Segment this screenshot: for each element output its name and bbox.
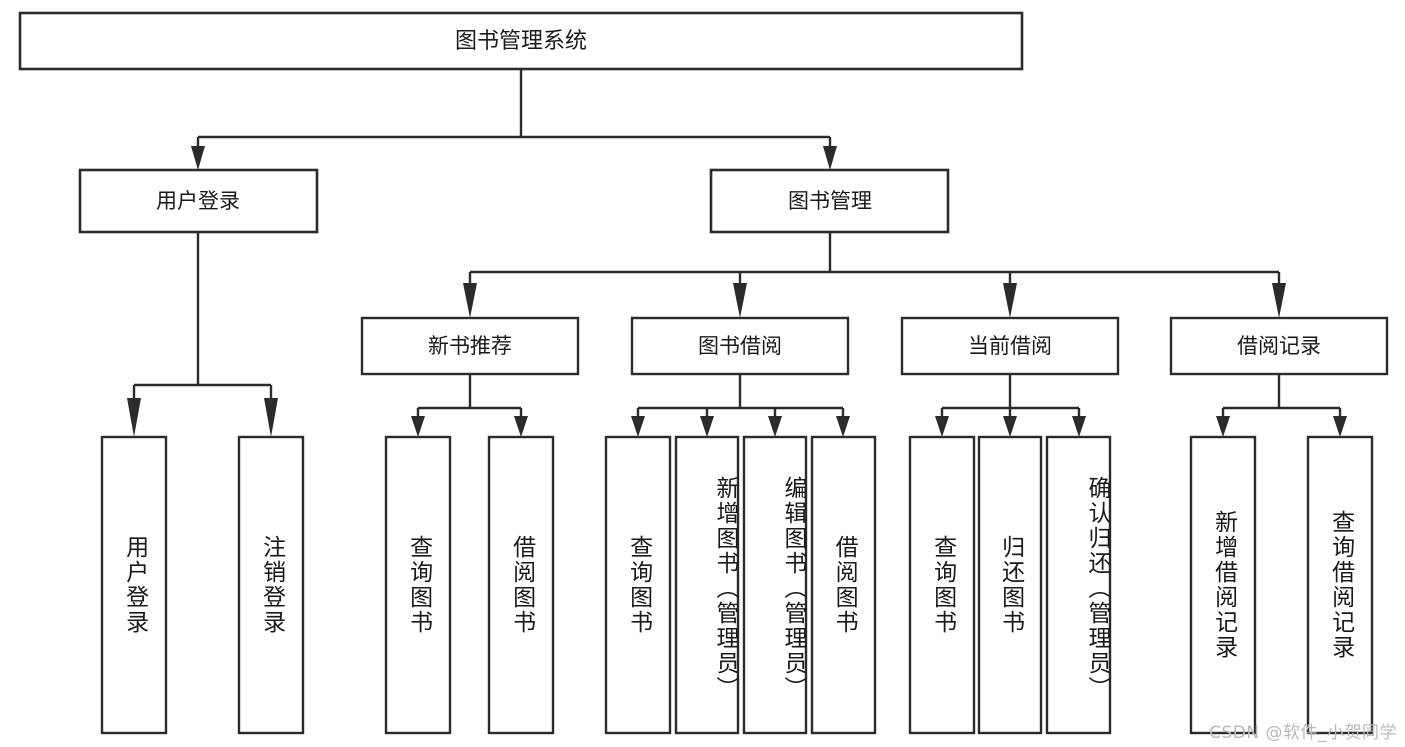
leaf-box-borrow-record-2[interactable] [1306, 435, 1374, 735]
arrow-head-leaf-b4 [836, 416, 850, 437]
node-book-borrow[interactable]: 图书借阅 [630, 316, 850, 376]
node-root[interactable]: 图书管理系统 [18, 11, 1024, 71]
leaf-box-user-login-2[interactable] [237, 435, 305, 735]
connector-group-book-manage-to-level2 [463, 232, 1286, 318]
node-borrow-record[interactable]: 借阅记录 [1169, 316, 1389, 376]
node-book-borrow-box[interactable] [630, 316, 850, 376]
leaf-box-new-book-1[interactable] [384, 435, 452, 735]
arrow-head-leaf-r1 [1216, 416, 1230, 437]
arrow-head-leaf-r2 [1333, 416, 1347, 437]
connector-group-user-login-to-leaves [127, 232, 278, 437]
arrow-head-to-book-borrow [733, 283, 747, 318]
arrow-head-leaf-n1 [411, 416, 425, 437]
connector-group-root-to-level1 [191, 69, 837, 170]
arrow-head-leaf-c2 [1003, 416, 1017, 437]
node-book-manage[interactable]: 图书管理 [709, 168, 950, 234]
connector-group-current-borrow-to-leaves [935, 374, 1086, 437]
node-borrow-record-label: 借阅记录 [1237, 334, 1321, 358]
arrow-head-leaf-u2 [264, 398, 278, 437]
connector-group-borrow-record-to-leaves [1216, 374, 1347, 437]
arrow-head-to-user-login [191, 146, 205, 170]
node-root-box[interactable] [18, 11, 1024, 71]
leaf-box-current-borrow-2[interactable] [977, 435, 1043, 735]
connector-group-book-borrow-to-leaves [631, 374, 850, 437]
node-new-book-recommend-box[interactable] [360, 316, 580, 376]
connector-group-new-book-to-leaves [411, 374, 528, 437]
leaf-box-book-borrow-2[interactable] [674, 435, 740, 735]
node-current-borrow-label: 当前借阅 [968, 334, 1052, 358]
leaf-box-book-borrow-3[interactable] [742, 435, 808, 735]
arrow-head-to-borrow-record [1272, 283, 1286, 318]
node-user-login-label: 用户登录 [156, 189, 240, 213]
node-new-book-recommend-label: 新书推荐 [428, 334, 512, 358]
arrow-head-leaf-n2 [514, 416, 528, 437]
leaf-box-current-borrow-1[interactable] [908, 435, 976, 735]
node-borrow-record-box[interactable] [1169, 316, 1389, 376]
arrow-head-leaf-c3 [1072, 416, 1086, 437]
arrow-head-to-book-manage [823, 146, 837, 170]
node-new-book-recommend[interactable]: 新书推荐 [360, 316, 580, 376]
node-user-login[interactable]: 用户登录 [78, 168, 319, 234]
arrow-head-leaf-u1 [127, 398, 141, 437]
node-current-borrow[interactable]: 当前借阅 [900, 316, 1120, 376]
leaf-box-user-login-1[interactable] [100, 435, 168, 735]
node-current-borrow-box[interactable] [900, 316, 1120, 376]
node-book-borrow-label: 图书借阅 [698, 334, 782, 358]
leaf-box-book-borrow-4[interactable] [810, 435, 877, 735]
leaf-box-borrow-record-1[interactable] [1189, 435, 1257, 735]
arrow-head-leaf-b3 [768, 416, 782, 437]
node-user-login-box[interactable] [78, 168, 319, 234]
csdn-watermark: CSDN @软件_小贺同学 [1209, 723, 1397, 743]
leaf-box-book-borrow-1[interactable] [604, 435, 672, 735]
arrow-head-leaf-b1 [631, 416, 645, 437]
node-book-manage-label: 图书管理 [788, 189, 872, 213]
node-root-label: 图书管理系统 [455, 29, 587, 54]
leaf-box-current-borrow-3[interactable] [1045, 435, 1112, 735]
arrow-head-to-new-book [463, 283, 477, 318]
leaf-box-new-book-2[interactable] [487, 435, 555, 735]
arrow-head-to-current-borrow [1003, 283, 1017, 318]
arrow-head-leaf-b2 [700, 416, 714, 437]
arrow-head-leaf-c1 [935, 416, 949, 437]
node-book-manage-box[interactable] [709, 168, 950, 234]
